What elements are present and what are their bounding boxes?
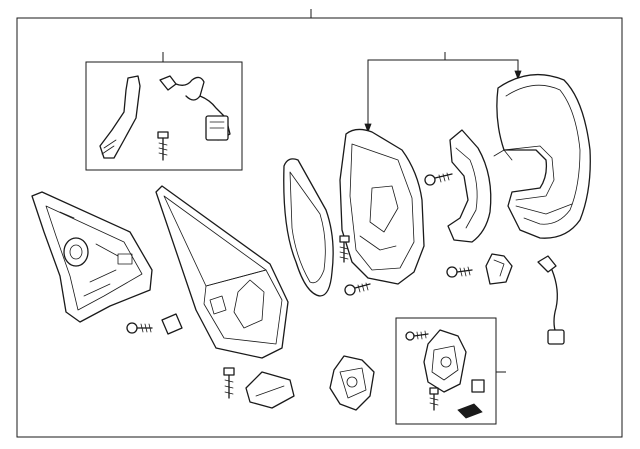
base-screw — [126, 322, 153, 334]
holder-screw-left — [339, 235, 350, 263]
wiring-harness-bracket — [99, 75, 141, 159]
motor-kit-pad-small — [471, 379, 485, 393]
harness-kit-inset — [85, 61, 243, 171]
motor-kit-actuator — [423, 329, 467, 393]
motor-kit-screw-top — [405, 330, 429, 341]
mirror-holder — [339, 128, 425, 285]
connector-wire — [537, 255, 565, 345]
skull-cap — [493, 74, 591, 239]
motor-kit-inset — [395, 317, 497, 425]
harness-screw — [157, 131, 169, 161]
signal-screw — [446, 266, 473, 278]
diagram-frame — [16, 9, 623, 438]
motor-kit-pad — [457, 403, 483, 419]
callout-leaders — [162, 52, 522, 373]
bottom-cover — [245, 371, 295, 409]
holder-screw-bottom — [344, 282, 371, 296]
turn-signal — [485, 253, 513, 285]
holder-screw-top — [424, 172, 453, 186]
lower-screw — [223, 367, 235, 399]
mirror-glass — [283, 158, 334, 297]
mirror-base — [31, 191, 153, 323]
actuator — [329, 355, 375, 411]
wiring-harness-connector — [159, 75, 231, 141]
side-cover — [447, 129, 492, 243]
motor-kit-screw-bottom — [429, 387, 439, 411]
clip — [161, 313, 183, 335]
housing-cover — [155, 185, 289, 359]
